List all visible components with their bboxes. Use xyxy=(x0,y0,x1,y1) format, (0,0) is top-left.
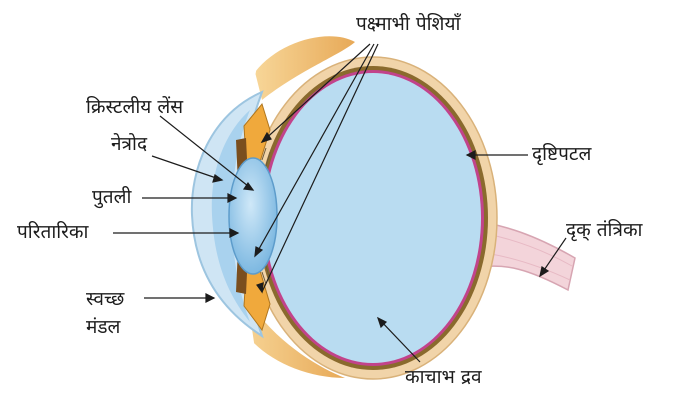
label-aqueous-humour: नेत्रोद xyxy=(111,133,147,155)
label-crystalline-lens: क्रिस्टलीय लेंस xyxy=(86,96,183,118)
vitreous-body xyxy=(265,73,481,363)
label-cornea-line1: स्वच्छ xyxy=(86,288,124,310)
label-iris: परितारिका xyxy=(17,221,88,243)
crystalline-lens xyxy=(229,158,277,274)
label-optic-nerve: दृक् तंत्रिका xyxy=(566,219,642,241)
label-cornea-line2: मंडल xyxy=(86,316,120,338)
label-retina: दृष्टिपटल xyxy=(532,143,591,165)
label-pupil: पुतली xyxy=(92,186,131,208)
label-ciliary-muscles: पक्ष्माभी पेशियाँ xyxy=(356,13,460,35)
label-vitreous-humour: काचाभ द्रव xyxy=(405,366,482,388)
